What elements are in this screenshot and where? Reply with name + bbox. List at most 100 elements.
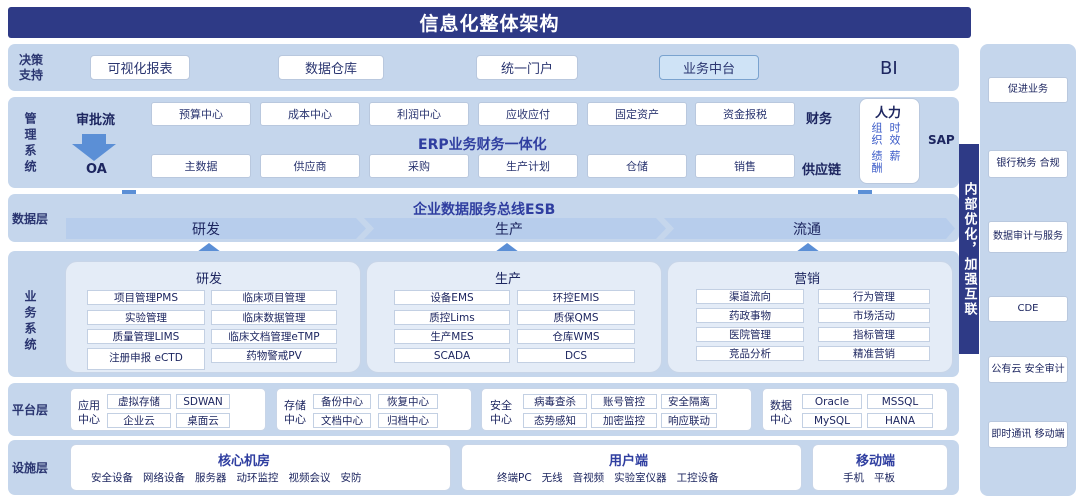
infra-item: 手机 [843, 472, 864, 484]
infra-item: 工控设备 [676, 472, 719, 484]
rd-item[interactable]: 实验管理 [87, 310, 205, 325]
platform-item[interactable]: 账号管控 [591, 394, 657, 409]
side-item-promote[interactable]: 促进业务 [988, 77, 1068, 103]
side-item-compliance[interactable]: 银行税务 合规 [988, 150, 1068, 178]
cost-center[interactable]: 成本中心 [260, 102, 360, 126]
business-label: 业务系统 [23, 290, 37, 354]
production-item[interactable]: 质保QMS [517, 310, 635, 325]
profit-center[interactable]: 利润中心 [369, 102, 469, 126]
master-data[interactable]: 主数据 [151, 154, 251, 178]
rd-item[interactable]: 药物警戒PV [211, 348, 337, 363]
platform-item[interactable]: 企业云 [107, 413, 171, 428]
marketing-item[interactable]: 行为管理 [818, 289, 930, 304]
decision-label: 决策支持 [18, 53, 43, 82]
platform-item[interactable]: MSSQL [867, 394, 933, 409]
infra-item: 安全设备 [91, 472, 133, 484]
side-item-cloud[interactable]: 公有云 安全审计 [988, 356, 1068, 383]
esb-flow [66, 218, 955, 239]
erp-title: ERP业务财务一体化 [418, 137, 547, 153]
production-item[interactable]: 仓库WMS [517, 329, 635, 344]
production-plan[interactable]: 生产计划 [478, 154, 578, 178]
production-item[interactable]: 环控EMIS [517, 290, 635, 305]
side-panel [980, 44, 1076, 496]
platform-item[interactable]: 恢复中心 [378, 394, 438, 409]
platform-item[interactable]: 安全隔离 [661, 394, 717, 409]
hr-item-performance: 绩酬 [870, 150, 883, 174]
esb-title: 企业数据服务总线ESB [413, 202, 556, 218]
purchase[interactable]: 采购 [369, 154, 469, 178]
storage[interactable]: 仓储 [587, 154, 687, 178]
production-item[interactable]: DCS [517, 348, 635, 363]
internal-optimization-text: 内部优化，加强互联 [961, 181, 977, 317]
hr-box[interactable] [859, 98, 920, 184]
marketing-item[interactable]: 药政事物 [696, 308, 804, 323]
flow-production: 生产 [495, 222, 523, 238]
infra-item: 网络设备 [143, 472, 185, 484]
middle-platform-box[interactable]: 业务中台 [659, 55, 759, 80]
hr-title: 人力 [875, 106, 902, 121]
budget-center[interactable]: 预算中心 [151, 102, 251, 126]
platform-item[interactable]: 加密监控 [591, 413, 657, 428]
rd-panel-title: 研发 [196, 272, 223, 287]
hr-item-time: 时效 [888, 122, 901, 146]
sap-label: SAP [928, 133, 955, 147]
marketing-item[interactable]: 渠道流向 [696, 289, 804, 304]
production-item[interactable]: 设备EMS [394, 290, 510, 305]
side-item-cde[interactable]: CDE [988, 296, 1068, 322]
platform-item[interactable]: Oracle [802, 394, 862, 409]
rd-item[interactable]: 临床项目管理 [211, 290, 337, 305]
production-item[interactable]: 质控Lims [394, 310, 510, 325]
platform-item[interactable]: 病毒查杀 [523, 394, 587, 409]
marketing-item[interactable]: 医院管理 [696, 327, 804, 342]
hr-item-org: 组织 [870, 122, 883, 146]
mobile-end-items: 手机平板 [838, 470, 900, 485]
marketing-item[interactable]: 指标管理 [818, 327, 930, 342]
rd-item[interactable]: 项目管理PMS [87, 290, 205, 305]
receivable-payable[interactable]: 应收应付 [478, 102, 578, 126]
platform-item[interactable]: 备份中心 [313, 394, 371, 409]
platform-item[interactable]: MySQL [802, 413, 862, 428]
fund-tax[interactable]: 资金报税 [695, 102, 795, 126]
platform-item[interactable]: 桌面云 [176, 413, 230, 428]
infra-item: 视频会议 [288, 472, 331, 484]
user-end-box [461, 444, 802, 491]
rd-item[interactable]: 临床文档管理eTMP [211, 329, 337, 344]
production-item[interactable]: 生产MES [394, 329, 510, 344]
infra-label: 设施层 [12, 461, 49, 475]
flow-circulation: 流通 [793, 222, 821, 238]
marketing-item[interactable]: 竞品分析 [696, 346, 804, 361]
core-room-box [70, 444, 451, 491]
mobile-end-title: 移动端 [856, 454, 896, 469]
warehouse-box[interactable]: 数据仓库 [278, 55, 384, 80]
platform-item[interactable]: 归档中心 [378, 413, 438, 428]
portal-box[interactable]: 统一门户 [476, 55, 578, 80]
flow-rd: 研发 [192, 222, 220, 238]
production-panel-title: 生产 [495, 272, 522, 287]
mobile-end-box [812, 444, 948, 491]
report-box[interactable]: 可视化报表 [90, 55, 190, 80]
platform-item[interactable]: 态势感知 [523, 413, 587, 428]
approval-label: 审批流 [76, 113, 116, 128]
platform-item[interactable]: HANA [867, 413, 933, 428]
fixed-assets[interactable]: 固定资产 [587, 102, 687, 126]
rd-item[interactable]: 质量管理LIMS [87, 329, 205, 344]
approval-arrow [72, 134, 116, 161]
rd-item[interactable]: 临床数据管理 [211, 310, 337, 325]
marketing-item[interactable]: 市场活动 [818, 308, 930, 323]
side-item-messaging[interactable]: 即时通讯 移动端 [988, 421, 1068, 448]
side-item-audit[interactable]: 数据审计与服务 [988, 221, 1068, 253]
platform-item[interactable]: 文档中心 [313, 413, 371, 428]
supplier[interactable]: 供应商 [260, 154, 360, 178]
infra-item: 服务器 [195, 472, 227, 484]
platform-item[interactable]: 响应联动 [661, 413, 717, 428]
sales[interactable]: 销售 [695, 154, 795, 178]
core-room-items: 安全设备网络设备服务器动环监控视频会议安防 [86, 470, 367, 485]
bi-label: BI [880, 58, 898, 79]
platform-item[interactable]: 虚拟存储 [107, 394, 171, 409]
rd-item[interactable]: 注册申报 eCTD [87, 348, 205, 370]
platform-item[interactable]: SDWAN [176, 394, 230, 409]
production-item[interactable]: SCADA [394, 348, 510, 363]
infra-item: 音视频 [572, 472, 605, 484]
marketing-item[interactable]: 精准营销 [818, 346, 930, 361]
